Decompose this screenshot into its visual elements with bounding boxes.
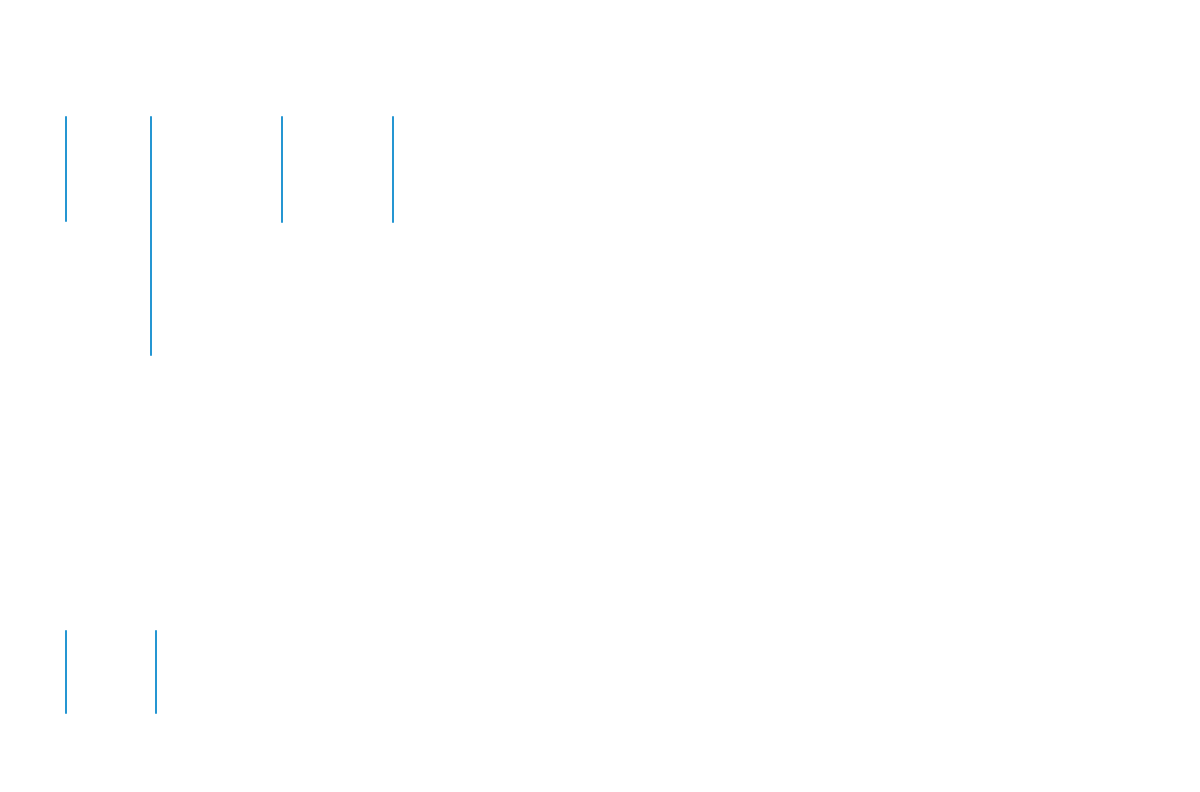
vertical-line — [392, 116, 394, 223]
vertical-line — [65, 630, 67, 714]
vertical-line-long — [150, 116, 152, 356]
vertical-line — [281, 116, 283, 223]
vertical-line — [155, 630, 157, 714]
vertical-line — [65, 116, 67, 222]
